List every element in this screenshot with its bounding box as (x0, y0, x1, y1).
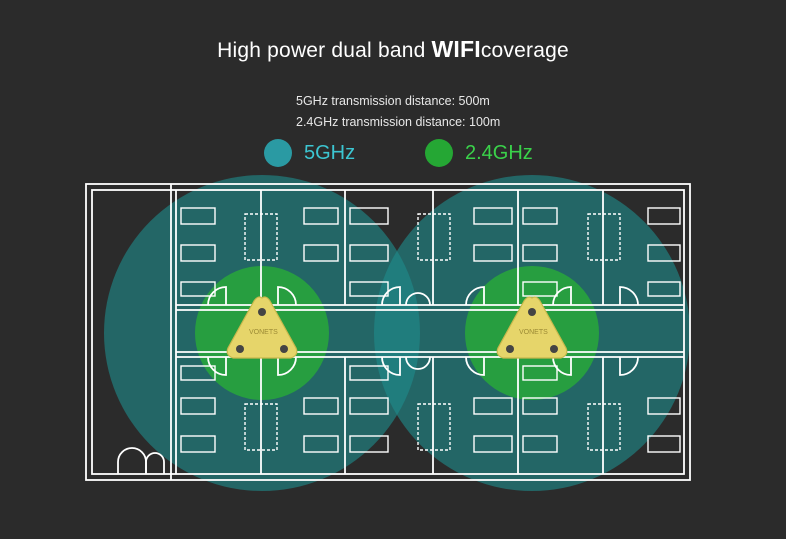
legend-24ghz-swatch (425, 139, 453, 167)
legend-5ghz-swatch (264, 139, 292, 167)
router-device-left: VONETS (226, 296, 298, 359)
legend-24ghz: 2.4GHz (425, 139, 533, 167)
legend-24ghz-label: 2.4GHz (465, 141, 533, 164)
room-furniture (180, 207, 681, 453)
router-device-right: VONETS (496, 296, 568, 359)
legend-5ghz-label: 5GHz (304, 141, 356, 164)
page-title: High power dual band WIFIcoverage (217, 36, 569, 62)
router-brand-mark: VONETS (249, 329, 278, 336)
router-brand-mark: VONETS (519, 329, 548, 336)
legend-5ghz: 5GHz (264, 139, 355, 167)
range-5ghz-text: 5GHz transmission distance: 500m (296, 94, 490, 108)
range-24ghz-text: 2.4GHz transmission distance: 100m (296, 115, 501, 129)
